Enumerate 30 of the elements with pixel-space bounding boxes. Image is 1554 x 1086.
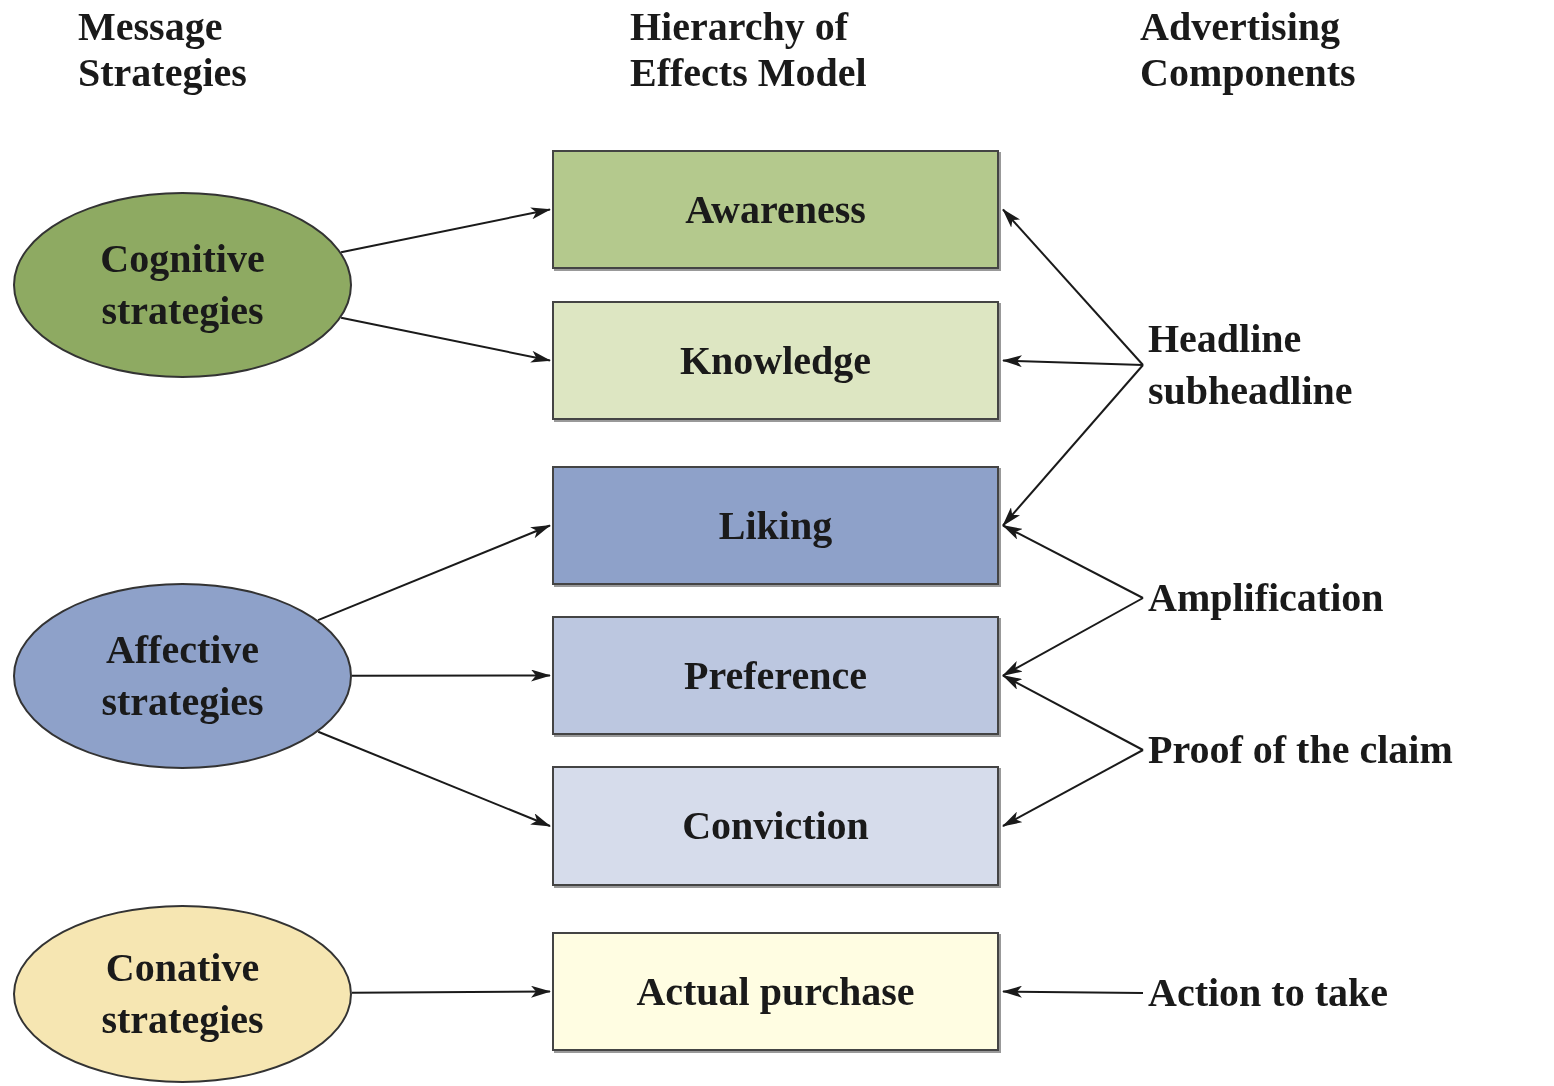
arrow [1002, 355, 1144, 368]
arrow [1002, 597, 1144, 677]
column-heading: Advertising Components [1140, 4, 1357, 96]
arrow [1002, 985, 1144, 998]
arrow [1002, 749, 1144, 827]
strategy-ellipse: Conative strategies [13, 905, 352, 1083]
arrow [351, 985, 551, 998]
arrow [340, 316, 551, 363]
component-text: Proof of the claim [1148, 724, 1548, 776]
stage-box: Knowledge [552, 301, 999, 420]
stage-box: Preference [552, 616, 999, 735]
arrow [317, 524, 551, 622]
strategy-ellipse: Affective strategies [13, 583, 352, 769]
arrow [1002, 208, 1144, 366]
component-text: Action to take [1148, 967, 1468, 1019]
stage-box: Awareness [552, 150, 999, 269]
arrow [317, 730, 551, 827]
stage-box: Conviction [552, 766, 999, 886]
component-text: Amplification [1148, 572, 1468, 624]
column-heading: Message Strategies [78, 4, 248, 96]
arrow [351, 669, 551, 682]
stage-box: Liking [552, 466, 999, 585]
stage-box: Actual purchase [552, 932, 999, 1051]
arrow [1002, 364, 1144, 527]
arrow [340, 207, 551, 254]
column-heading: Hierarchy of Effects Model [630, 4, 868, 96]
arrow [1002, 524, 1144, 599]
component-text: Headline subheadline [1148, 312, 1448, 418]
strategy-ellipse: Cognitive strategies [13, 192, 352, 378]
arrow [1002, 674, 1144, 751]
